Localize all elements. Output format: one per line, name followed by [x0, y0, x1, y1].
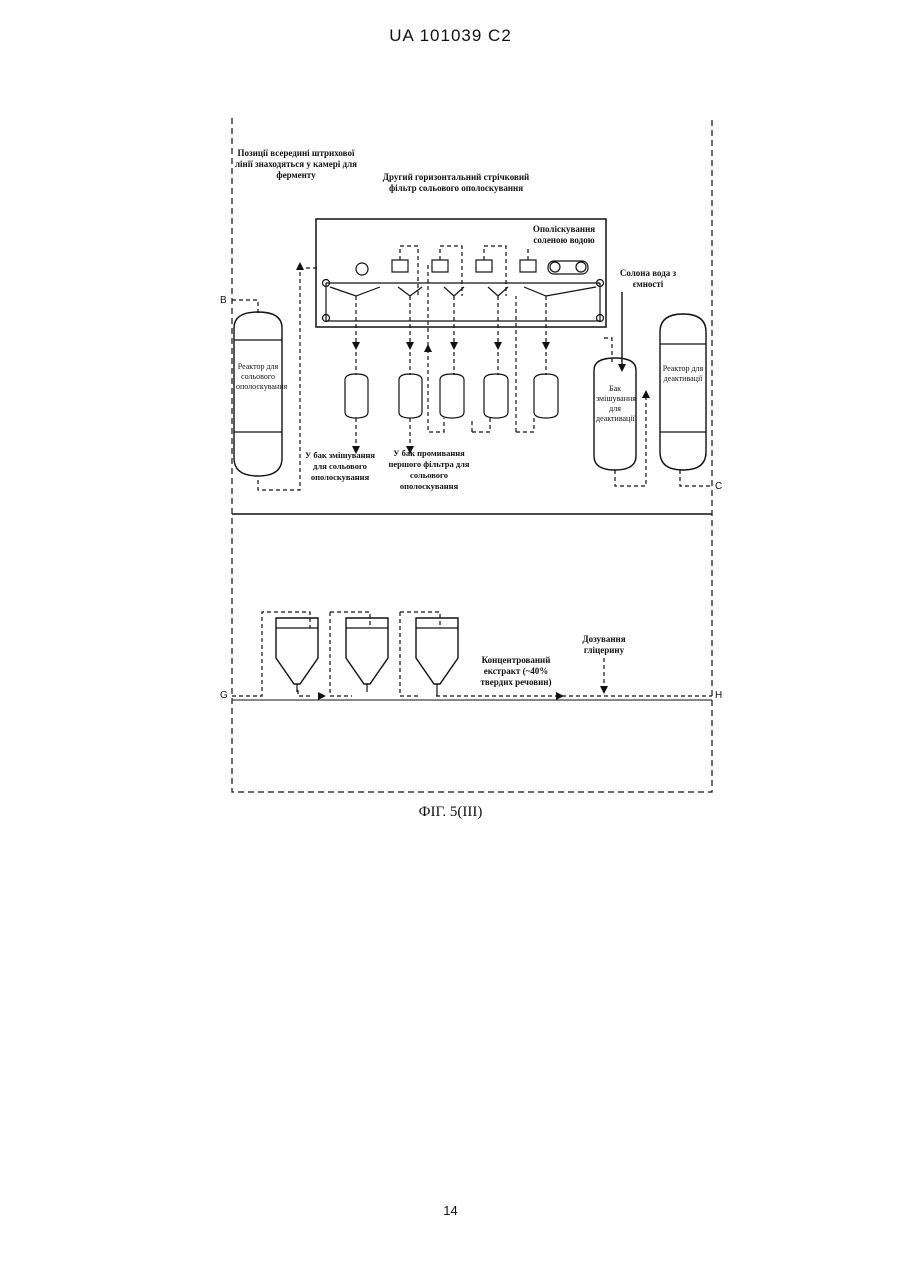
connector-h: H — [715, 690, 722, 701]
collection-funnels — [330, 287, 596, 296]
label-salt-rinse: Ополіскування соленою водою — [526, 224, 602, 246]
label-to-wash-tank: У бак промивання першого фільтра для сол… — [380, 448, 478, 492]
label-concentrated-extract: Концентрований екстракт (~40% твердих ре… — [468, 655, 564, 688]
spray-box-3 — [476, 260, 492, 272]
label-enzyme-chamber-note: Позиції всередині штрихової лінії знаход… — [232, 148, 360, 181]
reactor-salt-rinse — [234, 312, 282, 476]
label-to-mix-tank: У бак змішування для сольового ополоскув… — [300, 450, 380, 483]
label-glycerin-dosing: Дозування гліцерину — [570, 634, 638, 656]
figure-caption: ФІГ. 5(ІІІ) — [0, 804, 901, 821]
spray-box-2 — [432, 260, 448, 272]
tank-2 — [399, 374, 422, 418]
label-salt-water-tank: Солона вода з ємності — [612, 268, 684, 290]
tank-4 — [484, 374, 508, 418]
connector-b: B — [220, 295, 227, 306]
tank-5 — [534, 374, 558, 418]
label-reactor-salt-rinse: Реактор для сольового ополоскування — [236, 362, 280, 392]
reactor-deactivation — [660, 314, 706, 470]
tank-1 — [345, 374, 368, 418]
label-filter-title: Другий горизонтальний стрічковий фільтр … — [380, 172, 532, 194]
connector-g: G — [220, 690, 228, 701]
feed-roller — [356, 263, 368, 275]
label-mix-tank-deactivation: Бак змішування для деактивації — [596, 384, 634, 424]
spray-box-1 — [392, 260, 408, 272]
spray-box-4 — [520, 260, 536, 272]
tank-3 — [440, 374, 464, 418]
page-number: 14 — [0, 1203, 901, 1218]
label-reactor-deactivation: Реактор для деактивації — [662, 364, 704, 384]
connector-c: C — [715, 481, 722, 492]
